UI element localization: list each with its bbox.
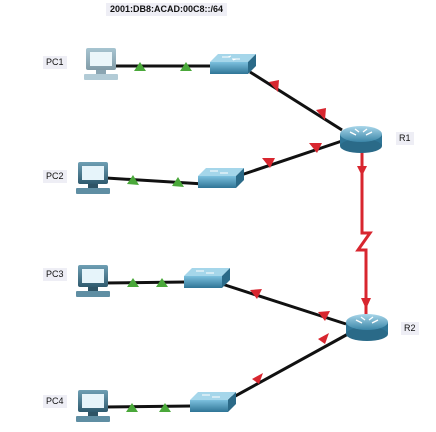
switch-3[interactable]: [184, 268, 230, 288]
switch-1[interactable]: [210, 54, 256, 74]
link-pc3-sw3[interactable]: [103, 278, 187, 287]
pc2-label: PC2: [43, 170, 67, 183]
switch-2[interactable]: [198, 168, 244, 188]
link-sw2-r1[interactable]: [237, 139, 343, 178]
link-pc4-sw4[interactable]: [103, 403, 193, 412]
pc3-label: PC3: [43, 268, 67, 281]
router-r2[interactable]: [346, 314, 388, 341]
pc2-device[interactable]: [76, 162, 110, 194]
link-sw3-r2[interactable]: [221, 282, 347, 326]
network-prefix-label: 2001:DB8:ACAD:00C8::/64: [106, 3, 228, 16]
serial-link-r1-r2[interactable]: [355, 152, 373, 320]
link-sw1-r1[interactable]: [249, 70, 343, 132]
pc4-label: PC4: [43, 395, 67, 408]
router-r1[interactable]: [340, 126, 382, 153]
switch-4[interactable]: [190, 392, 236, 412]
link-pc2-sw2[interactable]: [105, 175, 205, 187]
link-sw4-r2[interactable]: [227, 332, 349, 402]
pc1-label: PC1: [43, 56, 67, 69]
pc1-device[interactable]: [84, 48, 118, 80]
pc4-device[interactable]: [76, 390, 110, 422]
link-pc1-sw1[interactable]: [116, 62, 212, 71]
pc3-device[interactable]: [76, 265, 110, 297]
r2-label: R2: [401, 322, 419, 335]
r1-label: R1: [396, 132, 414, 145]
